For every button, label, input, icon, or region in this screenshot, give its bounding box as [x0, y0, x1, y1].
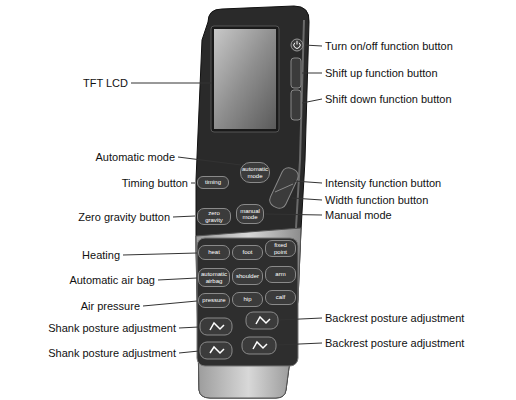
intensity-width-button	[267, 165, 300, 210]
remote-button: heat	[198, 245, 230, 260]
button-panel	[197, 238, 298, 366]
leader-line	[123, 253, 197, 255]
button-label: foot	[242, 249, 252, 255]
callout-label: Zero gravity button	[78, 211, 170, 224]
callout-label: Turn on/off function button	[325, 40, 453, 53]
remote-button: automatic airbag	[198, 268, 230, 287]
leader-line	[191, 183, 195, 184]
remote-button: timing	[197, 176, 229, 189]
remote-button: hip	[232, 292, 263, 307]
posture-icons	[210, 317, 270, 353]
callout-label: Backrest posture adjustment	[325, 312, 464, 325]
remote-button: fixed point	[265, 240, 296, 257]
remote-button: foot	[232, 245, 263, 260]
shift-down-button	[291, 90, 301, 120]
leader-line	[143, 301, 197, 306]
callout-label: Heating	[82, 249, 120, 262]
button-label: automatic airbag	[200, 271, 228, 284]
leader-line	[265, 214, 322, 215]
callout-label: TFT LCD	[83, 77, 128, 90]
button-label: shoulder	[236, 273, 259, 279]
leader-line	[173, 216, 195, 217]
remote-button: manual mode	[236, 204, 264, 224]
callout-label: Backrest posture adjustment	[325, 337, 464, 350]
callout-label: Automatic mode	[96, 151, 175, 164]
callout-label: Shank posture adjustment	[48, 322, 176, 335]
button-label: automatic mode	[242, 166, 268, 179]
button-label: manual mode	[238, 208, 262, 221]
power-symbol	[294, 41, 300, 49]
lcd-screen	[214, 29, 276, 129]
button-label: zero gravity	[199, 210, 229, 223]
callout-label: Shift up function button	[325, 67, 438, 80]
leader-line	[179, 351, 199, 353]
button-label: hip	[243, 296, 251, 302]
intensity-width-divider	[275, 184, 293, 192]
callout-label: Shift down function button	[325, 93, 452, 106]
leader-line	[277, 343, 322, 345]
remote-button: calf	[265, 290, 296, 305]
leader-line	[304, 45, 322, 46]
leader-line	[302, 99, 322, 103]
shift-up-button	[291, 58, 301, 88]
lcd-frame	[211, 26, 279, 132]
remote-button: shoulder	[232, 268, 263, 285]
callout-label: Manual mode	[325, 209, 392, 222]
leader-line	[179, 327, 199, 328]
leader-line	[292, 198, 322, 200]
callout-label: Automatic air bag	[69, 274, 155, 287]
leader-line	[302, 73, 322, 74]
leader-line	[131, 83, 212, 84]
button-label: timing	[205, 179, 221, 185]
power-button	[291, 39, 303, 51]
button-label: pressure	[202, 297, 225, 303]
callout-label: Air pressure	[81, 300, 140, 313]
posture-buttons	[200, 312, 278, 359]
callout-label: Shank posture adjustment	[48, 347, 176, 360]
remote-lower-shell	[196, 228, 301, 398]
callout-label: Timing button	[122, 177, 188, 190]
button-label: fixed point	[267, 242, 294, 255]
remote-body	[196, 6, 309, 398]
remote-button: pressure	[198, 293, 230, 308]
remote-button: automatic mode	[240, 162, 270, 183]
callout-label: Width function button	[325, 194, 428, 207]
leader-line	[158, 278, 197, 280]
leader-line	[294, 181, 322, 183]
remote-button: zero gravity	[197, 208, 231, 225]
button-label: heat	[208, 249, 220, 255]
leader-line	[279, 318, 322, 320]
remote-button: arm	[265, 266, 296, 283]
button-label: calf	[276, 294, 285, 300]
button-label: arm	[275, 271, 285, 277]
callout-label: Intensity function button	[325, 177, 441, 190]
leader-line	[178, 157, 241, 165]
